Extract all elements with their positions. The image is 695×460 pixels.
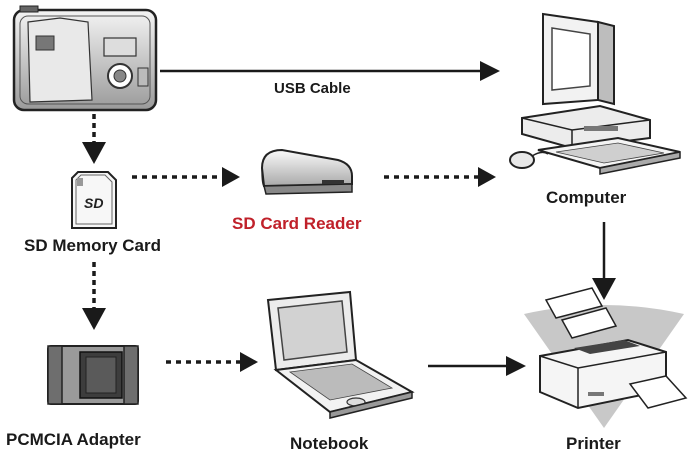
reader-to-computer-arrow	[384, 167, 496, 187]
sd-card-reader-label: SD Card Reader	[232, 214, 362, 233]
printer-label: Printer	[566, 434, 621, 453]
sd-card-to-reader-arrow	[132, 167, 240, 187]
sd-memory-card-label: SD Memory Card	[24, 236, 161, 255]
printer-icon	[524, 287, 688, 428]
usb-cable-label: USB Cable	[274, 80, 351, 97]
computer-label: Computer	[546, 188, 627, 207]
svg-text:SD: SD	[84, 195, 103, 211]
camera-to-sd-card-arrow	[82, 114, 106, 164]
pcmcia-to-notebook-arrow	[166, 352, 258, 372]
laptop-icon	[266, 290, 415, 419]
sd-card-icon: SD	[71, 171, 117, 229]
desktop-computer-icon	[509, 12, 681, 175]
computer-to-printer-arrow	[592, 222, 616, 300]
sd-card-to-pcmcia-arrow	[82, 262, 106, 330]
card-reader-icon	[260, 148, 353, 195]
notebook-label: Notebook	[290, 434, 369, 453]
notebook-to-printer-arrow	[428, 356, 526, 376]
pcmcia-adapter-icon	[47, 345, 139, 405]
usb-cable-arrow	[160, 61, 500, 81]
pcmcia-adapter-label: PCMCIA Adapter	[6, 430, 141, 449]
camera-icon	[12, 5, 158, 112]
